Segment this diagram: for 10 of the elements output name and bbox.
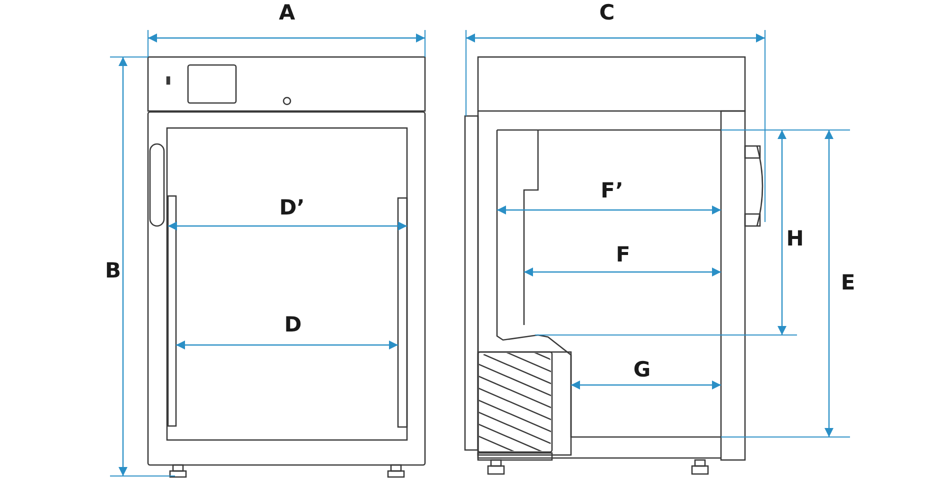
dimension-label: C (599, 2, 615, 24)
dimension-label: D (284, 314, 302, 336)
dimension-label: F (616, 244, 630, 266)
dimension-label: D’ (279, 198, 305, 218)
dimension-label: B (105, 260, 121, 282)
dimension-label: G (633, 360, 651, 380)
dimension-label: A (278, 2, 296, 24)
dimension-label: E (840, 272, 856, 294)
dimension-label: F’ (600, 180, 624, 202)
dimension-label: H (786, 228, 804, 250)
